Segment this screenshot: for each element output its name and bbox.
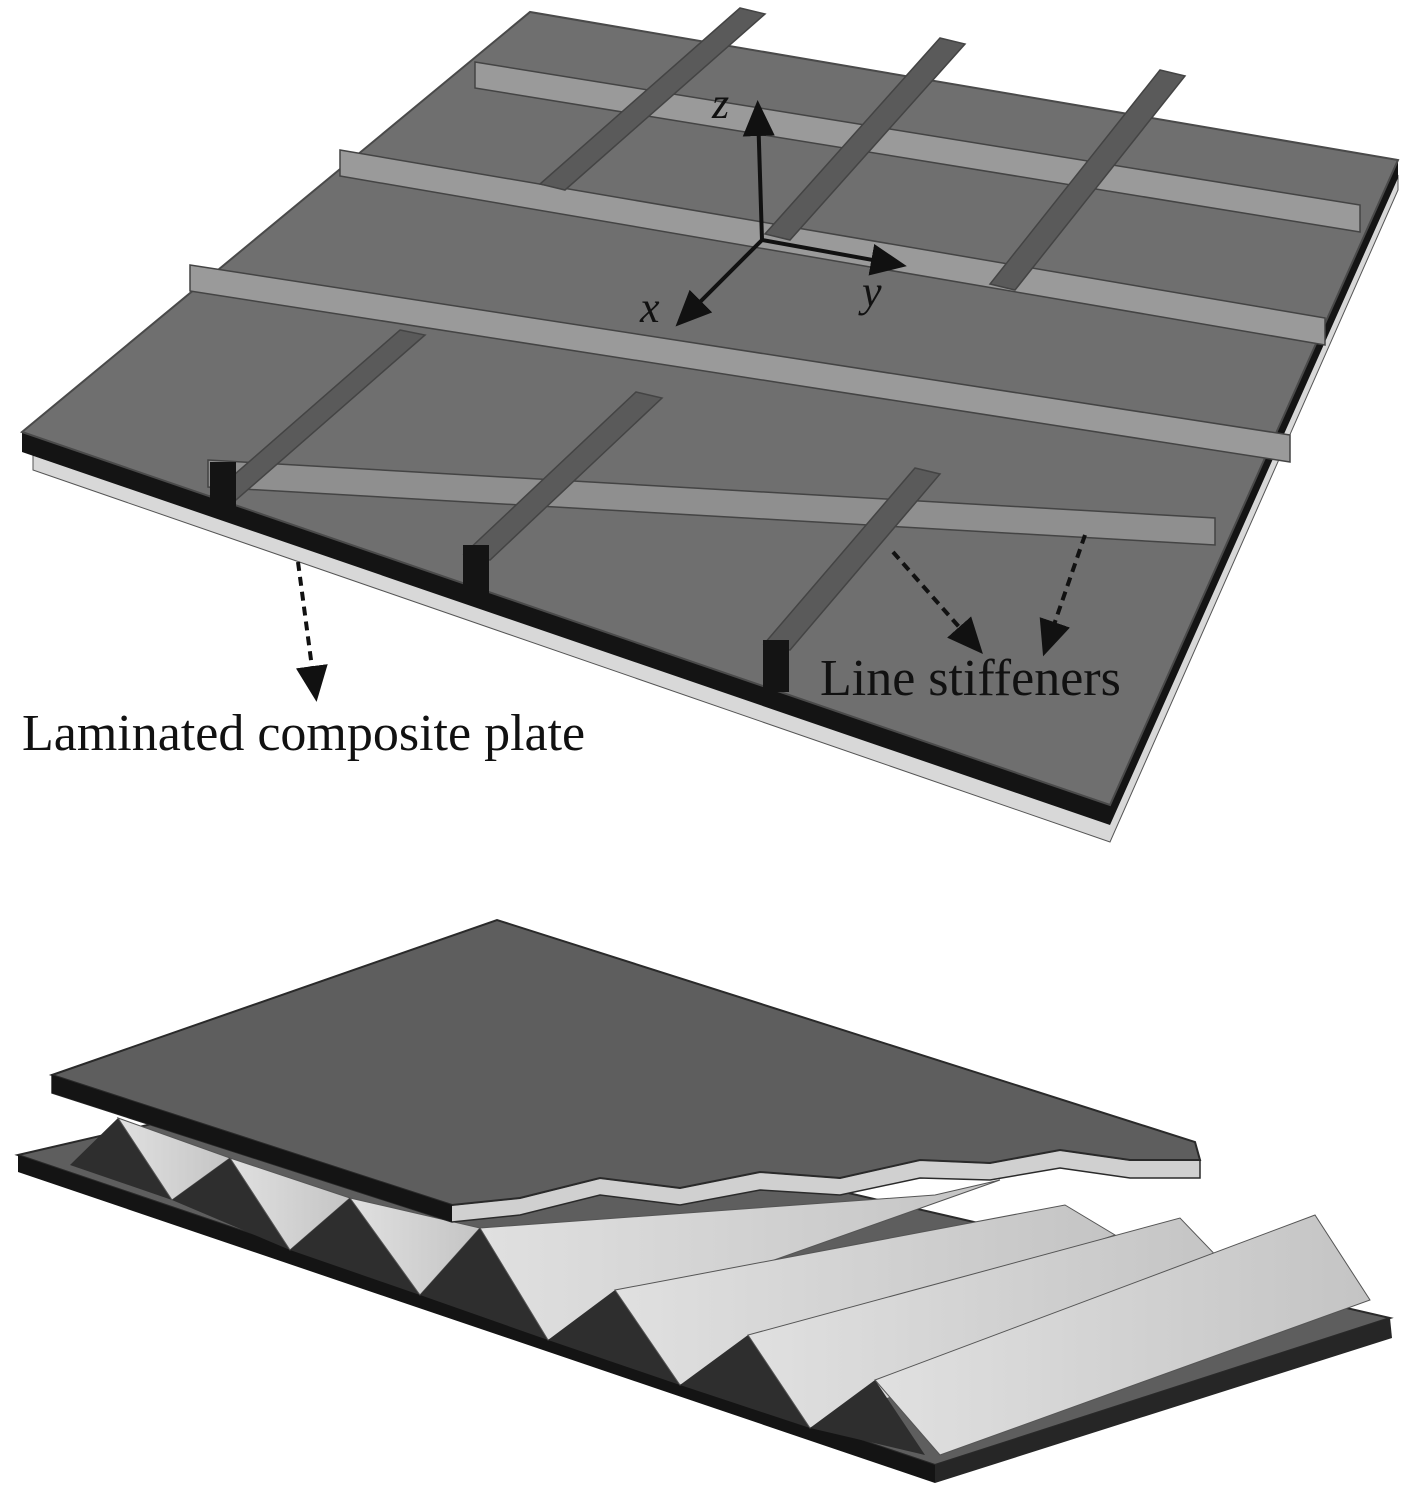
stiffener-row-4 xyxy=(207,459,1216,546)
core-face-7 xyxy=(874,1214,1371,1456)
plate-leader-arrow xyxy=(295,561,328,702)
core-ridge-4 xyxy=(420,1228,548,1340)
x-axis-label: x xyxy=(639,283,660,332)
bottom-face-edge xyxy=(18,1155,935,1483)
core-ridge-5 xyxy=(548,1290,680,1385)
stiffener-col-2 xyxy=(763,37,967,241)
leader-arrows xyxy=(295,534,1087,702)
stiffener-row-1 xyxy=(474,61,1361,233)
core-ridge-1 xyxy=(70,1118,172,1200)
stiffener-grid xyxy=(189,7,1361,651)
plate-label: Laminated composite plate xyxy=(22,705,585,762)
stiffener-leader-arrow-2 xyxy=(1039,534,1087,657)
corrugated-core xyxy=(70,1117,1371,1456)
stiffener-section-3 xyxy=(763,640,789,692)
bottom-face-edge-right xyxy=(935,1318,1392,1483)
coordinate-axes xyxy=(675,100,907,327)
stiffener-row-2 xyxy=(339,149,1326,346)
stiffened-plate: z y x Laminated composite plate Line sti… xyxy=(19,7,1400,843)
top-face-sheet xyxy=(48,918,1202,1207)
stiffeners-label: Line stiffeners xyxy=(820,650,1121,707)
stiffener-col-5 xyxy=(462,391,664,561)
stiffener-section-2 xyxy=(463,545,489,595)
y-axis xyxy=(761,238,907,276)
stiffener-row-3 xyxy=(189,264,1291,463)
stiffener-col-1 xyxy=(538,7,767,191)
sandwich-panel xyxy=(14,918,1394,1483)
stiffener-col-3 xyxy=(988,69,1187,291)
x-axis xyxy=(675,238,764,327)
core-ridge-7 xyxy=(810,1380,925,1455)
top-face-front-edge xyxy=(52,1075,452,1222)
stiffener-leader-arrow-1 xyxy=(891,550,983,655)
z-axis-label: z xyxy=(711,79,729,128)
core-ridge-6 xyxy=(680,1335,810,1428)
core-face-5 xyxy=(614,1204,1117,1386)
z-axis xyxy=(742,100,775,241)
stiffener-section-1 xyxy=(210,462,236,512)
stiffener-sections xyxy=(210,462,789,692)
core-ridge-2 xyxy=(172,1158,290,1250)
core-ridge-3 xyxy=(290,1198,420,1295)
y-axis-label: y xyxy=(858,267,882,316)
stiffener-col-6 xyxy=(762,467,942,651)
